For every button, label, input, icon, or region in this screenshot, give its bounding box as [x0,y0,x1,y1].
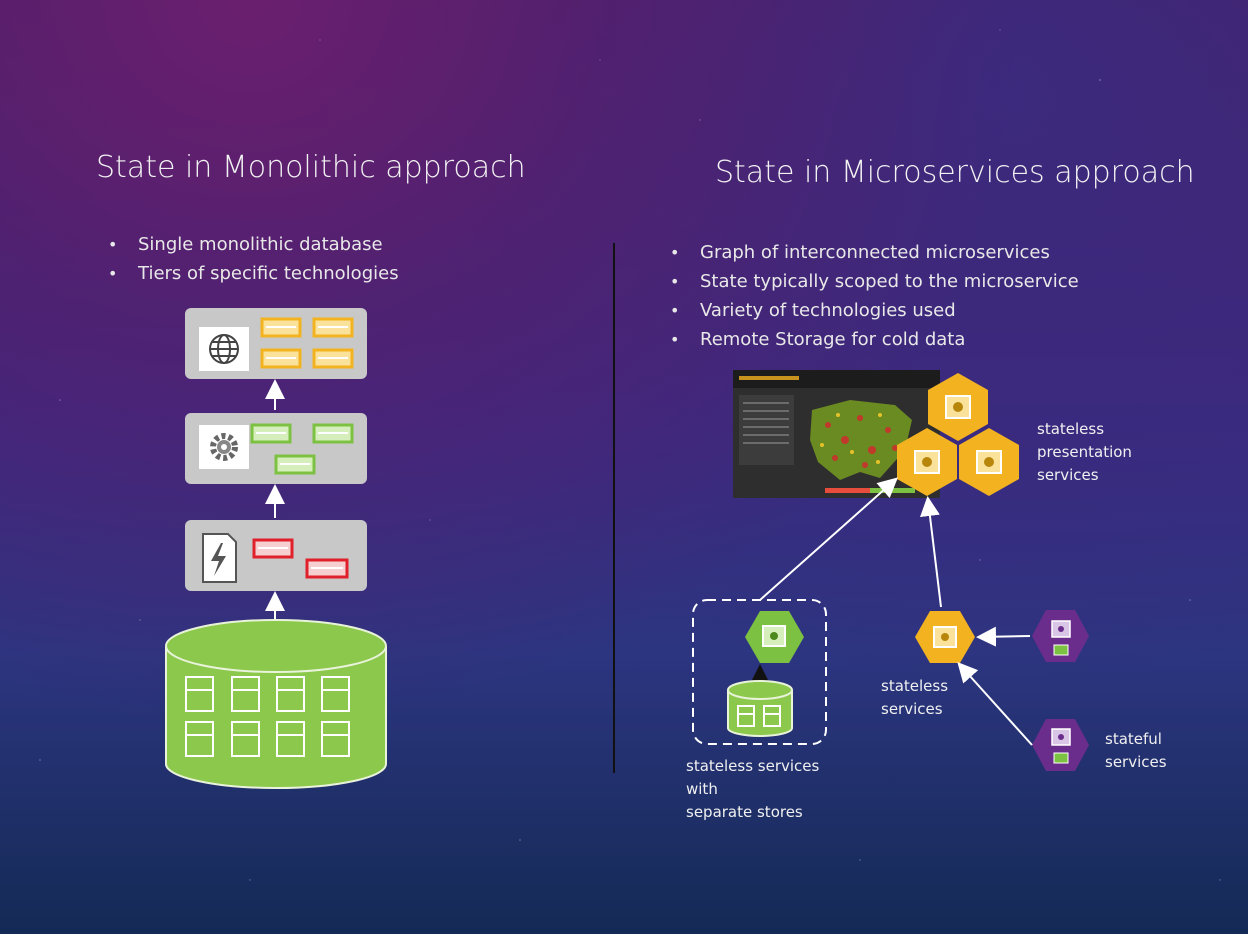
label-stateless-presentation: stateless presentation services [1037,420,1132,484]
left-title: State in Monolithic approach [96,150,526,185]
stateful-service-hex [1032,719,1089,771]
left-bullets: Single monolithic database Tiers of spec… [108,230,399,288]
separate-store-container [692,599,827,745]
presentation-hex-cluster [897,373,1019,496]
left-bullet: Tiers of specific technologies [108,259,399,288]
right-bullet: Graph of interconnected microservices [670,238,1079,267]
store-database-icon [727,680,793,737]
left-bullet: Single monolithic database [108,230,399,259]
right-bullet: State typically scoped to the microservi… [670,267,1079,296]
column-divider [613,243,615,773]
label-separate-stores: stateless services with separate stores [686,757,820,821]
right-bullet: Variety of technologies used [670,296,1079,325]
right-bullet: Remote Storage for cold data [670,325,1079,354]
stateful-service-hex [1032,610,1089,662]
power-icon [202,533,237,583]
stateless-service-hex [915,611,975,663]
globe-icon [209,334,239,364]
web-tier [185,308,367,379]
green-service-hex [745,611,804,663]
gear-icon [210,433,238,461]
right-title: State in Microservices approach [715,155,1195,190]
label-stateful-services: stateful services [1105,730,1167,771]
data-tier [185,520,367,591]
map-screenshot [733,370,940,498]
database-icon [165,619,387,789]
app-tier [185,413,367,484]
label-stateless-services: stateless services [881,677,949,718]
right-bullets: Graph of interconnected microservices St… [670,238,1079,354]
